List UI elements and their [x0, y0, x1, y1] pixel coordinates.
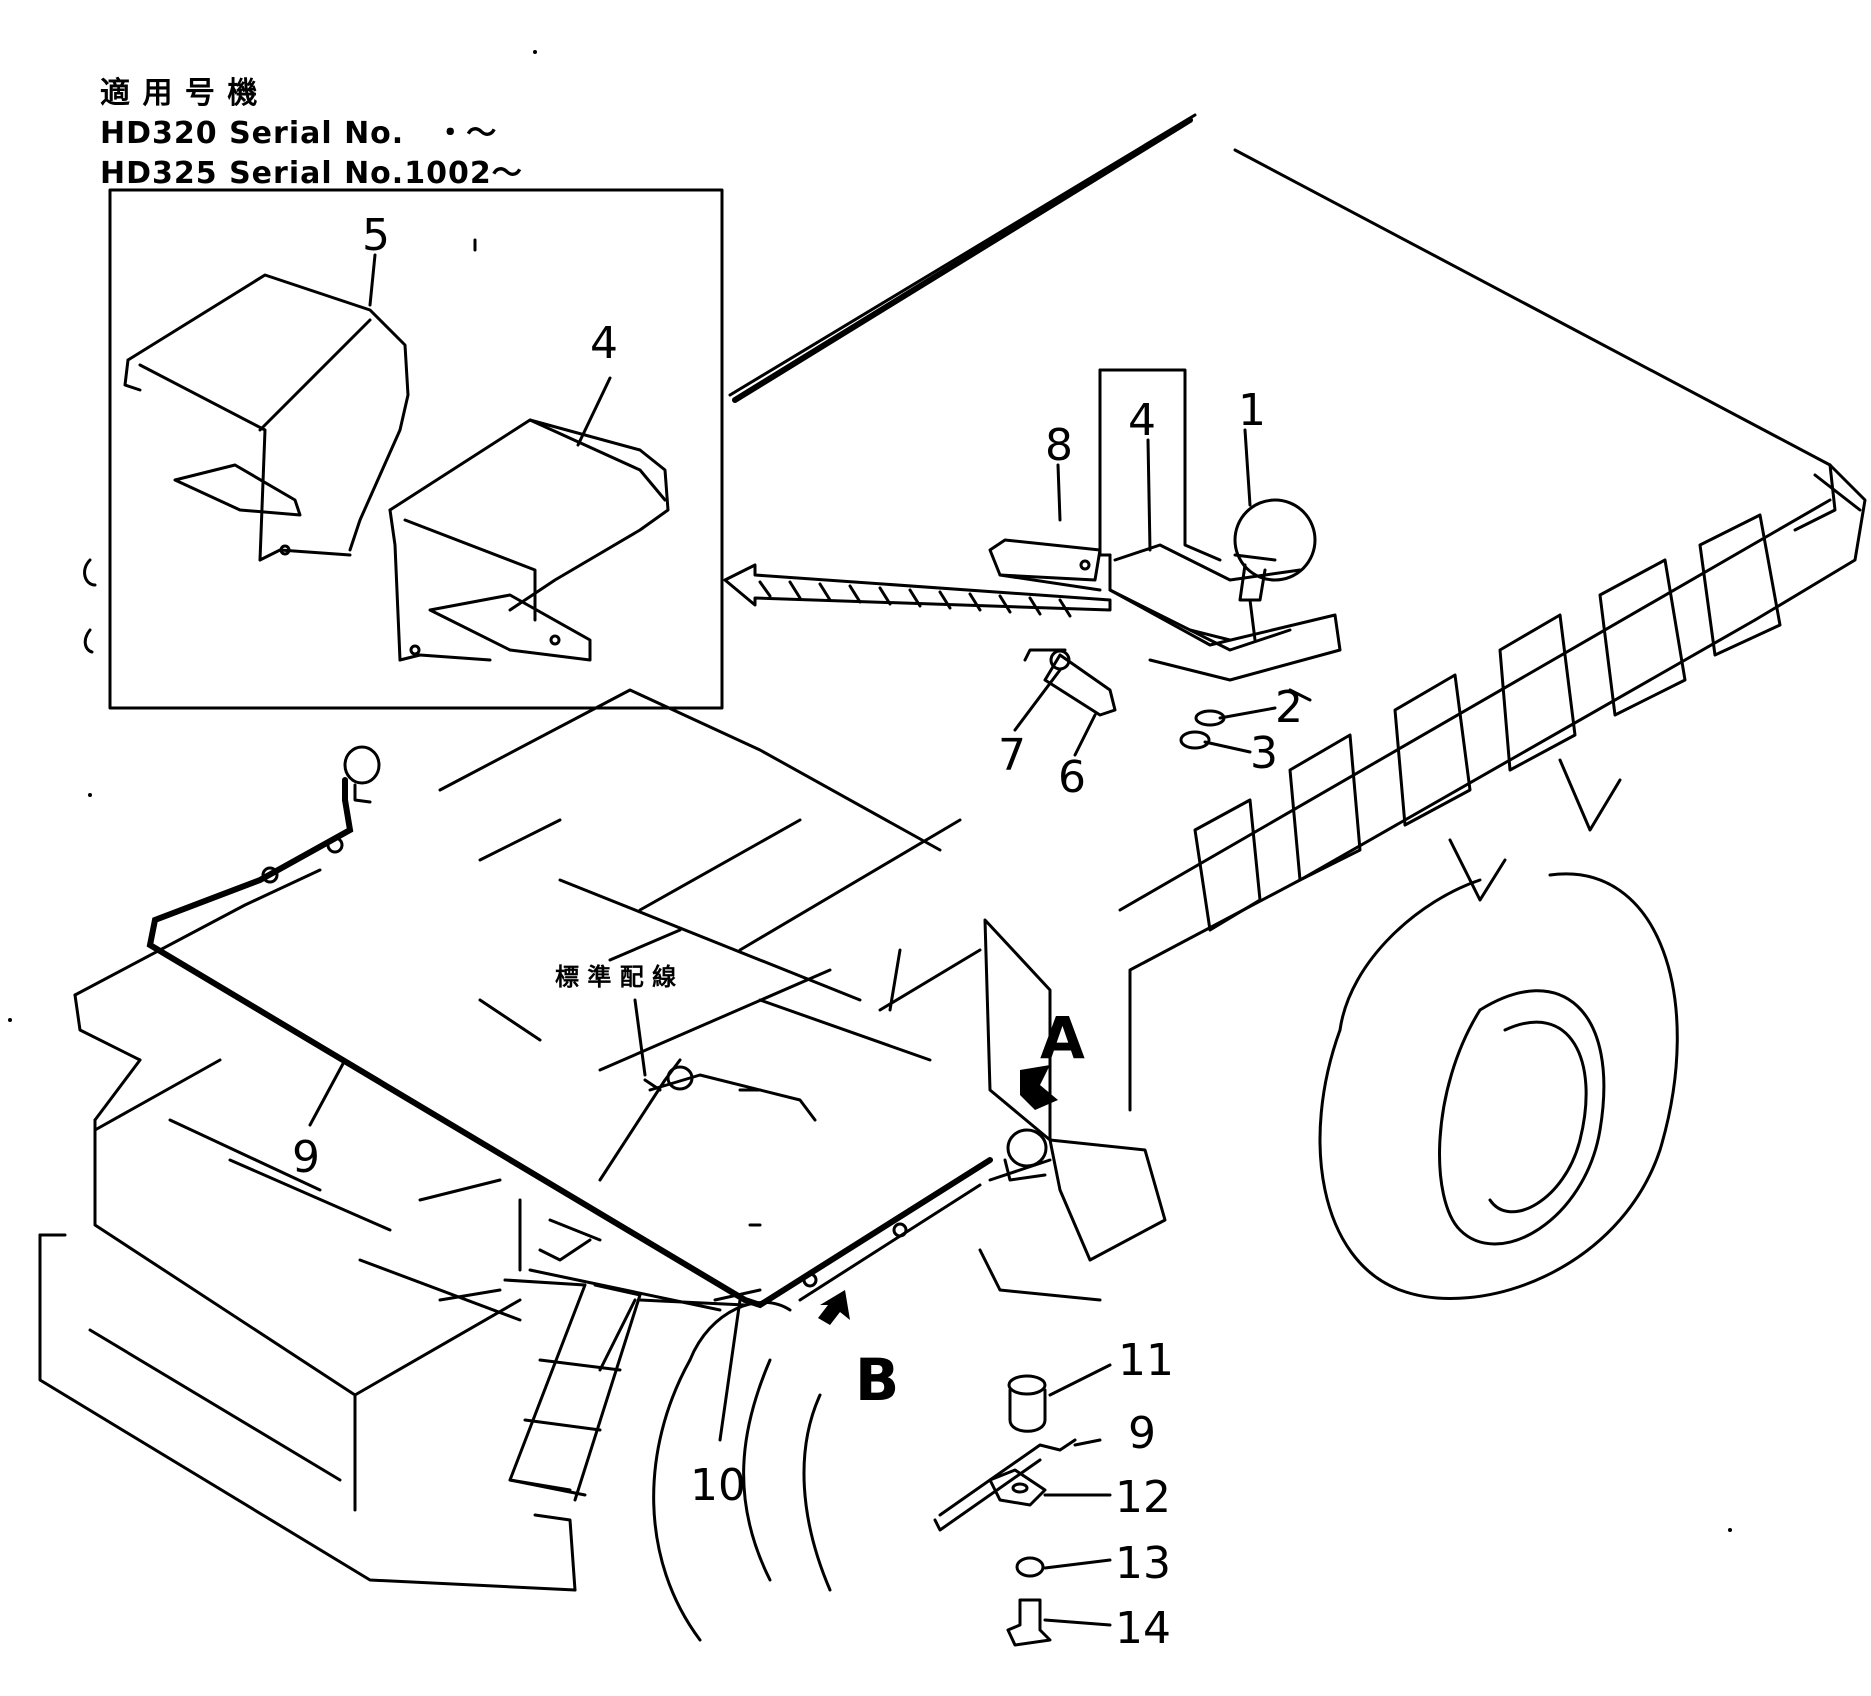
callout-13: 13 [1115, 1538, 1171, 1589]
callout-10: 10 [690, 1460, 746, 1511]
callout-6: 6 [1058, 752, 1086, 803]
callout-9-detail: 9 [1128, 1408, 1156, 1459]
beacon-lamp-right [1003, 1128, 1048, 1182]
callout-5-inset: 5 [362, 210, 390, 261]
view-arrow-b [818, 1290, 850, 1325]
callout-9: 9 [292, 1132, 320, 1183]
serial-range-hd325: HD325 Serial No.1002～ [100, 156, 523, 191]
callout-7: 7 [998, 730, 1026, 781]
standard-wiring-label: 標 準 配 線 [555, 963, 676, 991]
callout-3: 3 [1250, 728, 1278, 779]
wiring-label-leader [633, 998, 647, 1077]
mount-parts-detail [933, 1363, 1112, 1647]
view-label-a: A [1040, 1004, 1085, 1072]
beacon-lamp-center [648, 1065, 817, 1122]
rear-wheel [1318, 872, 1679, 1300]
truck-front [38, 688, 1167, 1592]
cover-inset [108, 188, 724, 710]
serial-range-hd320: HD320 Serial No. ・～ [100, 116, 498, 151]
callout-4: 4 [1128, 395, 1156, 446]
view-arrow-a [1020, 1065, 1058, 1110]
view-label-b: B [855, 1346, 899, 1414]
callout-11: 11 [1118, 1335, 1174, 1386]
bracket-assembly-detail [723, 368, 1342, 750]
dump-body [728, 113, 1867, 1112]
callout-leaders [308, 428, 1277, 1442]
callout-4-inset: 4 [590, 318, 618, 369]
callout-12: 12 [1115, 1472, 1171, 1523]
callout-1: 1 [1238, 385, 1266, 436]
callout-8: 8 [1045, 420, 1073, 471]
wiring-harness [146, 777, 993, 1309]
applicable-models-label: 適 用 号 機 [100, 76, 259, 111]
callout-14: 14 [1115, 1603, 1171, 1654]
beacon-lamp-left [343, 745, 381, 804]
callout-2: 2 [1275, 682, 1303, 733]
